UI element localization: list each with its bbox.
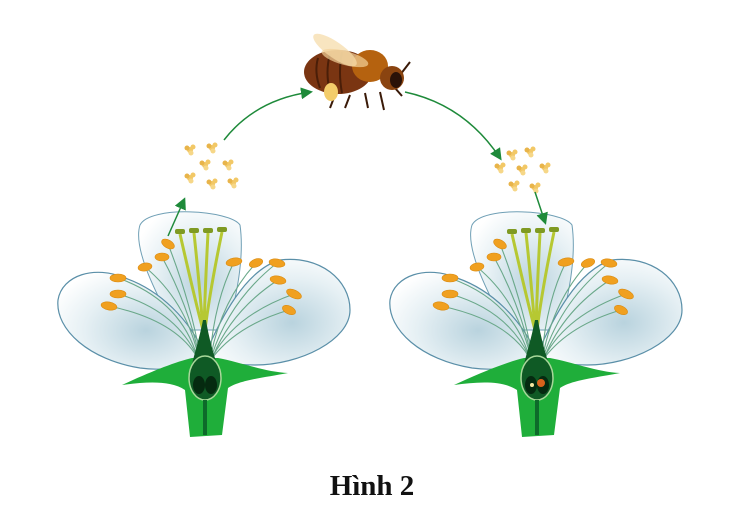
bee-illustration — [304, 33, 411, 111]
arrow-pollen-to-bee — [223, 87, 313, 141]
figure-caption: Hình 2 — [329, 470, 415, 502]
arrow-anther-to-pollen — [167, 197, 186, 237]
flower-after-pollination — [388, 210, 684, 439]
fertilized-ovule — [537, 379, 545, 387]
arrow-pollen-to-stigma — [534, 191, 548, 225]
pollen-left — [184, 142, 239, 190]
pollen-right — [494, 146, 551, 194]
flower-before-pollination — [56, 210, 352, 439]
pollen-tube-grain — [530, 383, 534, 387]
arrow-bee-to-pollen — [404, 91, 502, 161]
